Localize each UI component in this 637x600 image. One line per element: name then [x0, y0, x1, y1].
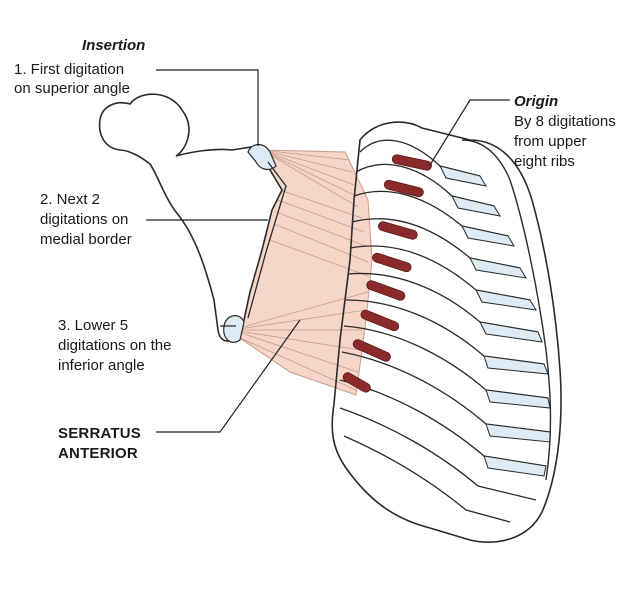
leader-origin [429, 99, 510, 166]
rib-cage-outline [331, 121, 562, 543]
insertion-3-line2: digitations on the [58, 337, 172, 354]
muscle-name-line2: ANTERIOR [58, 445, 138, 462]
origin-line1: By 8 digitations [514, 113, 616, 130]
insertion-3-line1: 3. Lower 5 [58, 317, 129, 334]
scapula-inferior-angle-cartilage [223, 315, 245, 343]
sternum-edge [461, 139, 552, 481]
origin-digitation-marks [342, 154, 432, 393]
insertion-1-line2: on superior angle [14, 80, 130, 97]
insertion-2-line2: digitations on [40, 211, 129, 228]
ribs [339, 139, 551, 523]
origin-heading: Origin [514, 93, 559, 110]
insertion-heading: Insertion [82, 37, 146, 54]
scapula-medial-border [247, 161, 287, 319]
leader-insertion-1 [156, 69, 259, 146]
leader-lines [146, 69, 510, 433]
leader-muscle [156, 319, 301, 433]
insertion-2-line3: medial border [40, 231, 132, 248]
costal-cartilages [439, 165, 551, 477]
origin-line2: from upper [514, 133, 587, 150]
muscle-name-line1: SERRATUS [58, 425, 141, 442]
origin-line3: eight ribs [514, 153, 575, 170]
insertion-2-line1: 2. Next 2 [40, 191, 101, 208]
insertion-3-line3: inferior angle [58, 357, 145, 374]
scapula [98, 93, 283, 342]
insertion-1-line1: 1. First digitation [14, 61, 125, 78]
